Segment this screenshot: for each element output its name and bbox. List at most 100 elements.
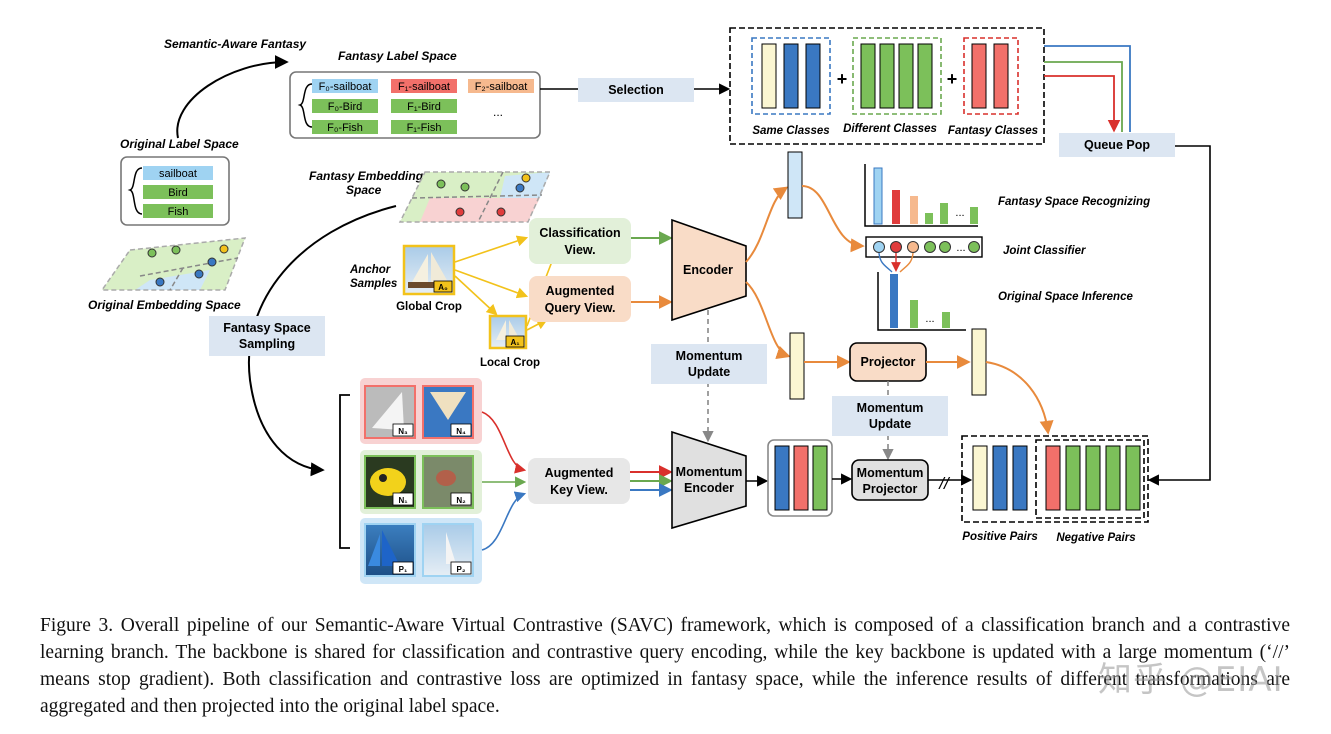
class-feature-bar: [787, 151, 803, 219]
label-bird: Bird: [168, 187, 188, 199]
contrastive-pairs-box: [961, 435, 1149, 523]
watermark-text: 知乎 @EIAI: [1098, 660, 1284, 700]
fantasy-space-recognizing-label: Fantasy Space Recognizing: [998, 196, 1150, 208]
label-f0-fish: F₀-Fish: [327, 122, 363, 134]
original-embedding-space-title: Original Embedding Space: [88, 298, 241, 312]
yellow-arrow-1: [454, 235, 529, 263]
joint-classifier: ...: [865, 236, 983, 273]
momentum-update-text-1b: Update: [688, 365, 730, 379]
encoder-text: Encoder: [683, 263, 733, 277]
selection-text: Selection: [608, 83, 664, 97]
augmented-query-view-text-2: Query View.: [545, 301, 616, 315]
queue-green-line: [1044, 61, 1123, 132]
label-more: ...: [493, 105, 503, 119]
yellow-arrow-3: [454, 275, 498, 316]
queue-red-line: [1044, 75, 1121, 133]
original-space-inference-label: Original Space Inference: [998, 291, 1133, 303]
plus-2: +: [947, 69, 958, 89]
fantasy-curve-arrow: [176, 55, 289, 139]
momentum-update-box-1: [651, 344, 767, 384]
class-queue-box: + +: [729, 27, 1045, 145]
joint-ellipsis: ...: [956, 242, 965, 254]
anchor-samples-label-1: Anchor: [349, 264, 391, 276]
momentum-update-box-2: [832, 396, 948, 436]
label-sailboat: sailboat: [159, 168, 197, 180]
classification-view-text-1: Classification: [539, 226, 620, 240]
anchor-image-global: A₀: [402, 244, 456, 296]
augmented-key-view-text-1: Augmented: [545, 466, 614, 480]
augmented-query-view-text-1: Augmented: [546, 284, 615, 298]
semantic-aware-fantasy-label: Semantic-Aware Fantasy: [164, 37, 307, 51]
negative-pairs-label: Negative Pairs: [1056, 532, 1135, 544]
fantasy-space-sampling-box: [209, 316, 325, 356]
original-inference-chart: ...: [877, 272, 966, 331]
same-classes-label: Same Classes: [752, 125, 829, 137]
key-samples-bracket: [339, 394, 350, 549]
momentum-projector-text-1: Momentum: [857, 466, 924, 480]
fantasy-sampling-curve: [247, 205, 397, 477]
joint-classifier-label: Joint Classifier: [1003, 245, 1086, 257]
negative-samples-group-animals: N₁ N₂: [360, 450, 482, 514]
fantasy-embedding-space-plot: [398, 171, 552, 223]
fantasy-label-space-title: Fantasy Label Space: [338, 49, 457, 63]
label-f0-bird: F₀-Bird: [328, 101, 363, 113]
fantasy-embedding-space-title-2: Space: [346, 183, 382, 197]
augmented-key-view-box: [528, 458, 630, 504]
anchor-image-local: A₁: [488, 314, 528, 350]
fantasy-space-sampling-text-1: Fantasy Space: [223, 321, 311, 335]
tag-p2: P₂: [457, 565, 466, 574]
label-f2-sailboat: F₂-sailboat: [475, 81, 528, 93]
momentum-encoder-text-2: Encoder: [684, 481, 734, 495]
fantasy-classes-label: Fantasy Classes: [948, 125, 1038, 137]
queue-blue-line: [1044, 45, 1131, 132]
fantasy-recognizing-chart: ...: [864, 164, 978, 227]
queue-pop-arrow: [1147, 145, 1211, 486]
tag-n2: N₂: [456, 496, 466, 505]
original-label-space-box: sailboat Bird Fish: [120, 156, 230, 226]
label-fish: Fish: [168, 206, 189, 218]
projector-text: Projector: [861, 355, 916, 369]
tag-n3: N₃: [398, 427, 408, 436]
figure-caption: Figure 3. Overall pipeline of our Semant…: [40, 615, 1290, 717]
savc-pipeline-diagram: Semantic-Aware Fantasy Fantasy Label Spa…: [88, 27, 1211, 584]
momentum-update-text-2b: Update: [869, 417, 911, 431]
red-key-arrow: [481, 411, 527, 474]
encoder-block: [671, 218, 747, 322]
classification-view-text-2: View.: [564, 243, 595, 257]
query-feature-bar: [789, 332, 805, 400]
tag-n4: N₄: [456, 427, 466, 436]
original-embedding-space-plot: [100, 237, 247, 291]
momentum-projector-text-2: Projector: [863, 482, 918, 496]
momentum-update-text-1a: Momentum: [676, 349, 743, 363]
encoder-to-query-feature: [745, 281, 791, 360]
label-f1-bird: F₁-Bird: [407, 101, 441, 113]
fantasy-embedding-space-title-1: Fantasy Embedding: [309, 169, 424, 183]
encoder-to-class-feature: [745, 186, 789, 263]
blue-key-arrow: [481, 491, 527, 551]
fantasy-space-sampling-text-2: Sampling: [239, 337, 295, 351]
positive-samples-group: P₁ P₂: [360, 518, 482, 584]
tag-a1: A₁: [510, 338, 520, 347]
original-label-space-title: Original Label Space: [120, 137, 239, 151]
fantasy-label-space-box: F₀-sailboat F₁-sailboat F₂-sailboat F₀-B…: [289, 71, 541, 139]
inference-ellipsis: ...: [925, 313, 934, 325]
label-f1-sailboat: F₁-sailboat: [398, 81, 450, 93]
class-feature-to-joint: [801, 185, 865, 253]
global-crop-label: Global Crop: [396, 301, 462, 313]
label-f1-fish: F₁-Fish: [407, 122, 442, 134]
key-feature-group: [767, 439, 833, 517]
queue-pop-box: [1059, 133, 1175, 157]
recognizing-ellipsis: ...: [955, 207, 964, 219]
label-f0-sailboat: F₀-sailboat: [319, 81, 372, 93]
augmented-key-view-text-2: Key View.: [550, 483, 608, 497]
augmented-query-view-box: [529, 276, 631, 322]
projected-query-bar: [971, 328, 987, 396]
tag-p1: P₁: [399, 565, 408, 574]
negative-samples-group-sailboat: N₃ N₄: [360, 378, 482, 444]
momentum-encoder-text-1: Momentum: [676, 465, 743, 479]
selection-box: [578, 78, 694, 102]
different-classes-label: Different Classes: [843, 123, 937, 135]
tag-n1: N₁: [398, 496, 408, 505]
local-crop-label: Local Crop: [480, 357, 540, 369]
classification-view-box: [529, 218, 631, 264]
